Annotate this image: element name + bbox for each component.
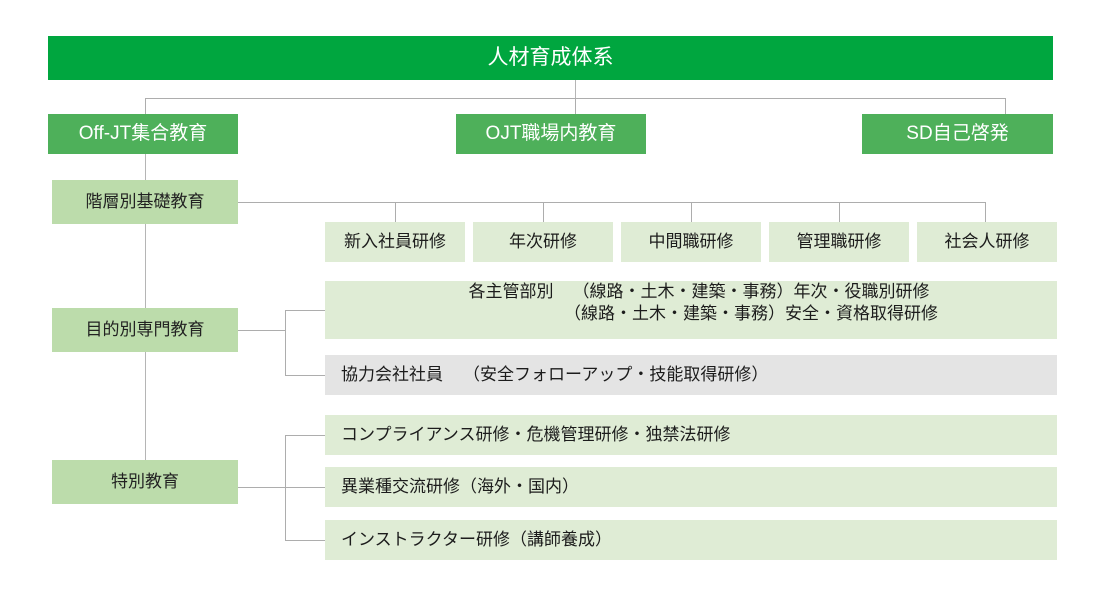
leaf-label-management-training: 管理職研修 <box>796 231 882 251</box>
connector-specialized-riser <box>285 310 286 375</box>
subcategory-node-specialized-training: 目的別専門教育 <box>52 308 238 352</box>
leaf-label-new-employee-training: 新入社員研修 <box>344 231 446 251</box>
connector-drop-basic-1 <box>395 202 396 222</box>
instructor-training-label: インストラクター研修（講師養成） <box>341 529 612 549</box>
category-node-off-jt: Off-JT集合教育 <box>48 114 238 154</box>
category-label-ojt: OJT職場内教育 <box>485 123 617 145</box>
department-training-line-2: （線路・土木・建築・事務）安全・資格取得研修 <box>564 304 938 324</box>
leaf-label-annual-training: 年次研修 <box>509 231 577 251</box>
connector-spine-to-sub-1 <box>145 154 146 180</box>
leaf-node-midlevel-training: 中間職研修 <box>621 222 761 262</box>
category-node-sd: SD自己啓発 <box>862 114 1053 154</box>
connector-basic-training-stem <box>238 202 325 203</box>
connector-drop-category-2 <box>575 98 576 114</box>
department-training-row-2: （線路・土木・建築・事務）安全・資格取得研修 <box>444 303 938 325</box>
connector-drop-basic-3 <box>691 202 692 222</box>
leaf-node-cross-industry-exchange-training: 異業種交流研修（海外・国内） <box>325 467 1057 507</box>
category-label-off-jt: Off-JT集合教育 <box>78 123 208 145</box>
cross-industry-training-label: 異業種交流研修（海外・国内） <box>341 476 579 496</box>
category-label-sd: SD自己啓発 <box>906 123 1009 145</box>
connector-spine-to-sub-3 <box>145 352 146 460</box>
partner-company-detail: （安全フォローアップ・技能取得研修） <box>463 364 769 384</box>
leaf-label-working-adult-training: 社会人研修 <box>944 231 1030 251</box>
subcategory-label-specialized-training: 目的別専門教育 <box>85 319 205 339</box>
leaf-node-partner-company-employee-training: 協力会社社員 （安全フォローアップ・技能取得研修） <box>325 355 1057 395</box>
connector-drop-basic-4 <box>839 202 840 222</box>
subcategory-node-basic-training: 階層別基礎教育 <box>52 180 238 224</box>
department-training-label: 各主管部別 <box>468 282 554 301</box>
connector-special-branch-2 <box>285 487 325 488</box>
connector-specialized-branch-2 <box>285 375 325 376</box>
partner-company-label: 協力会社社員 <box>341 364 443 384</box>
leaf-node-compliance-training: コンプライアンス研修・危機管理研修・独禁法研修 <box>325 415 1057 455</box>
connector-drop-basic-2 <box>543 202 544 222</box>
connector-root-drop <box>575 80 576 98</box>
connector-spine-to-sub-2 <box>145 224 146 308</box>
root-node-human-resource-development-system: 人材育成体系 <box>48 36 1053 80</box>
leaf-label-midlevel-training: 中間職研修 <box>648 231 734 251</box>
leaf-node-annual-training: 年次研修 <box>473 222 613 262</box>
leaf-node-department-specific-training: 各主管部別 （線路・土木・建築・事務）年次・役職別研修 （線路・土木・建築・事務… <box>325 281 1057 339</box>
connector-specialized-branch-1 <box>285 310 325 311</box>
leaf-node-instructor-training: インストラクター研修（講師養成） <box>325 520 1057 560</box>
leaf-node-new-employee-training: 新入社員研修 <box>325 222 465 262</box>
leaf-node-working-adult-training: 社会人研修 <box>917 222 1057 262</box>
connector-drop-category-3 <box>1005 98 1006 114</box>
subcategory-label-special-training: 特別教育 <box>111 471 179 491</box>
connector-drop-category-1 <box>145 98 146 114</box>
connector-special-stem <box>238 487 286 488</box>
connector-basic-training-bus <box>325 202 985 203</box>
connector-drop-basic-5 <box>985 202 986 222</box>
subcategory-label-basic-training: 階層別基礎教育 <box>85 191 205 211</box>
leaf-node-management-training: 管理職研修 <box>769 222 909 262</box>
connector-special-branch-3 <box>285 540 325 541</box>
subcategory-node-special-training: 特別教育 <box>52 460 238 504</box>
category-node-ojt: OJT職場内教育 <box>456 114 646 154</box>
root-node-label: 人材育成体系 <box>487 46 614 70</box>
department-training-line-1: （線路・土木・建築・事務）年次・役職別研修 <box>572 282 930 301</box>
connector-specialized-stem <box>238 330 286 331</box>
compliance-training-label: コンプライアンス研修・危機管理研修・独禁法研修 <box>341 424 731 444</box>
department-training-row-1: 各主管部別 （線路・土木・建築・事務）年次・役職別研修 <box>453 281 930 303</box>
connector-special-branch-1 <box>285 435 325 436</box>
